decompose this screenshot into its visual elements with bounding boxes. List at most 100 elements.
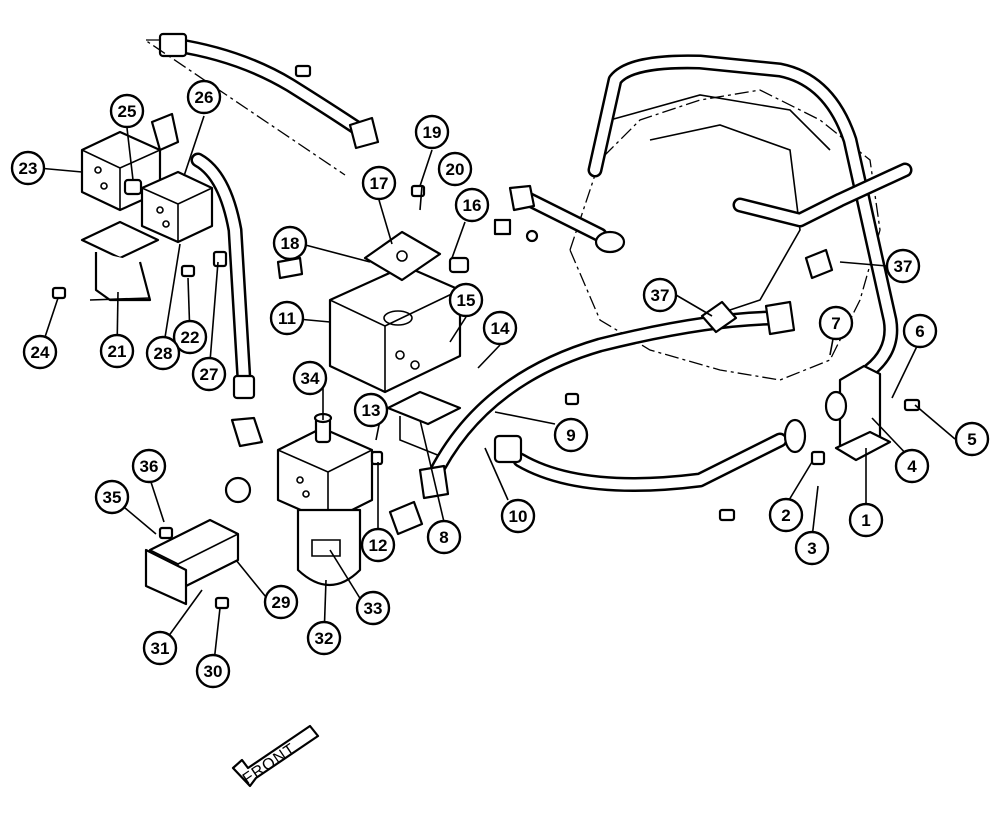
callout-1: 1 (848, 502, 884, 538)
svg-text:33: 33 (364, 599, 383, 618)
callout-24: 24 (22, 334, 58, 370)
hose-27 (190, 152, 264, 448)
bracket-8 (386, 390, 462, 461)
callout-36: 36 (131, 448, 167, 484)
callout-15: 15 (448, 282, 484, 318)
svg-text:21: 21 (108, 342, 127, 361)
svg-text:17: 17 (370, 174, 389, 193)
svg-text:6: 6 (915, 322, 924, 341)
callout-23: 23 (10, 150, 46, 186)
svg-text:25: 25 (118, 102, 137, 121)
svg-text:5: 5 (967, 430, 976, 449)
bracket-29 (144, 518, 240, 606)
fitting-37-upper (804, 248, 834, 280)
svg-text:4: 4 (907, 457, 917, 476)
callout-37-upper: 37 (885, 248, 921, 284)
svg-text:37: 37 (651, 286, 670, 305)
valve-block-26 (140, 112, 214, 244)
callout-13: 13 (353, 392, 389, 428)
upper-hose (142, 32, 380, 176)
callout-22: 22 (172, 319, 208, 355)
manifold-11 (276, 230, 470, 394)
engine-block-outline (569, 89, 881, 381)
svg-text:31: 31 (151, 639, 170, 658)
lower-pipe (493, 418, 807, 492)
svg-text:7: 7 (831, 314, 840, 333)
svg-text:3: 3 (807, 539, 816, 558)
svg-text:35: 35 (103, 488, 122, 507)
valve-block-23 (80, 130, 162, 212)
callout-37-lower: 37 (642, 277, 678, 313)
filter-bowl-32 (296, 508, 362, 586)
svg-text:18: 18 (281, 234, 300, 253)
callout-9: 9 (553, 417, 589, 453)
callout-8: 8 (426, 519, 462, 555)
callout-25: 25 (109, 93, 145, 129)
callout-11: 11 (269, 300, 305, 336)
svg-text:15: 15 (457, 291, 476, 310)
svg-text:24: 24 (31, 343, 50, 362)
callout-14: 14 (482, 310, 518, 346)
svg-text:13: 13 (362, 401, 381, 420)
callout-32: 32 (306, 620, 342, 656)
svg-text:FRONT: FRONT (240, 740, 299, 788)
callout-12: 12 (360, 527, 396, 563)
callout-31: 31 (142, 630, 178, 666)
pump-bracket (824, 364, 892, 462)
svg-text:23: 23 (19, 159, 38, 178)
callout-2: 2 (768, 497, 804, 533)
fitting-37-lower (700, 300, 738, 334)
callout-34: 34 (292, 360, 328, 396)
svg-text:11: 11 (278, 309, 296, 328)
svg-text:20: 20 (446, 160, 465, 179)
callout-35: 35 (94, 479, 130, 515)
svg-text:9: 9 (566, 426, 575, 445)
svg-text:22: 22 (181, 328, 200, 347)
svg-text:29: 29 (272, 593, 291, 612)
callout-30: 30 (195, 653, 231, 689)
svg-text:34: 34 (301, 369, 320, 388)
svg-text:26: 26 (195, 88, 214, 107)
callout-3: 3 (794, 530, 830, 566)
callout-19: 19 (414, 114, 450, 150)
svg-text:10: 10 (509, 507, 528, 526)
fitting-left (224, 476, 252, 504)
hardware-bolts (51, 64, 921, 610)
callout-27: 27 (191, 356, 227, 392)
svg-text:32: 32 (315, 629, 334, 648)
callout-33: 33 (355, 590, 391, 626)
callout-4: 4 (894, 448, 930, 484)
leader-lines (37, 115, 956, 672)
svg-text:12: 12 (369, 536, 388, 555)
sensor-fitting (388, 500, 424, 536)
bracket-21 (80, 220, 160, 302)
svg-text:27: 27 (200, 365, 219, 384)
callout-6: 6 (902, 313, 938, 349)
svg-text:2: 2 (781, 506, 790, 525)
svg-text:1: 1 (861, 511, 870, 530)
callout-21: 21 (99, 333, 135, 369)
svg-text:30: 30 (204, 662, 223, 681)
front-direction-arrow: FRONT (231, 724, 320, 788)
svg-text:14: 14 (491, 319, 510, 338)
callout-28: 28 (145, 335, 181, 371)
frame-tubes (587, 54, 913, 378)
filter-head-34 (276, 412, 374, 524)
callout-16: 16 (454, 187, 490, 223)
svg-text:28: 28 (154, 344, 173, 363)
svg-text:19: 19 (423, 123, 442, 142)
svg-text:8: 8 (439, 528, 448, 547)
svg-text:16: 16 (463, 196, 482, 215)
callout-7: 7 (818, 305, 854, 341)
svg-text:37: 37 (894, 257, 913, 276)
callout-17: 17 (361, 165, 397, 201)
callout-18: 18 (272, 225, 308, 261)
callout-10: 10 (500, 498, 536, 534)
upper-pipe (493, 184, 626, 254)
callout-labels: 1 2 3 4 5 6 7 8 9 10 11 12 13 14 15 16 1… (10, 79, 990, 689)
svg-text:36: 36 (140, 457, 159, 476)
callout-20: 20 (437, 151, 473, 187)
callout-5: 5 (954, 421, 990, 457)
callout-29: 29 (263, 584, 299, 620)
